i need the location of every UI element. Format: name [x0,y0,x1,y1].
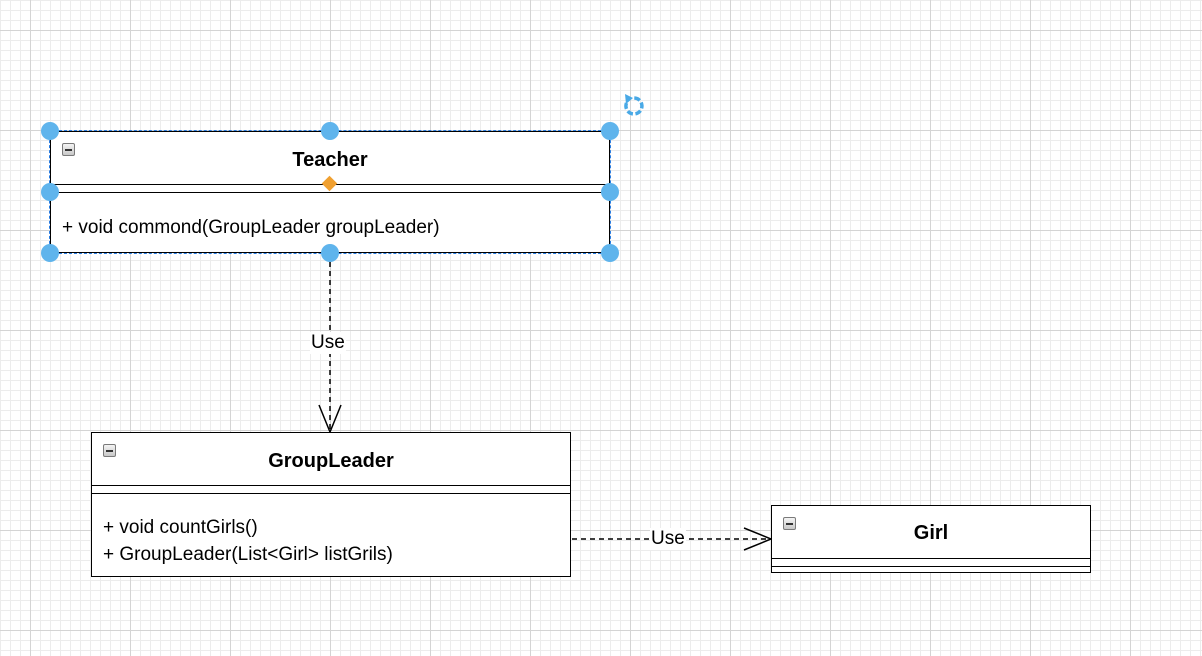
resize-handle-left[interactable] [41,183,59,201]
resize-handle-right[interactable] [601,183,619,201]
operation[interactable]: + void commond(GroupLeader groupLeader) [62,217,440,238]
divider [92,493,570,494]
rotate-icon[interactable] [624,94,644,116]
resize-handle-bottom-left[interactable] [41,244,59,262]
resize-handle-bottom[interactable] [321,244,339,262]
operation[interactable]: + GroupLeader(List<Girl> listGrils) [103,544,393,565]
collapse-icon[interactable] [783,517,796,530]
divider [51,192,609,193]
divider [92,485,570,486]
resize-handle-top-left[interactable] [41,122,59,140]
class-groupleader-header: GroupLeader [92,433,570,485]
class-teacher[interactable]: Teacher + void commond(GroupLeader group… [50,131,610,253]
relation-label[interactable]: Use [310,332,346,354]
class-name: Teacher [292,149,368,171]
divider [772,558,1090,559]
divider [772,566,1090,567]
collapse-icon[interactable] [103,444,116,457]
class-groupleader[interactable]: GroupLeader + void countGirls() + GroupL… [91,432,571,577]
collapse-icon[interactable] [62,143,75,156]
resize-handle-top[interactable] [321,122,339,140]
resize-handle-top-right[interactable] [601,122,619,140]
open-arrowhead [743,527,773,551]
relation-label[interactable]: Use [650,528,686,550]
resize-handle-bottom-right[interactable] [601,244,619,262]
class-girl[interactable]: Girl [771,505,1091,573]
class-name: GroupLeader [268,450,394,472]
class-teacher-header: Teacher [51,132,609,184]
class-girl-header: Girl [772,506,1090,558]
class-name: Girl [913,522,949,544]
operation[interactable]: + void countGirls() [103,517,258,538]
